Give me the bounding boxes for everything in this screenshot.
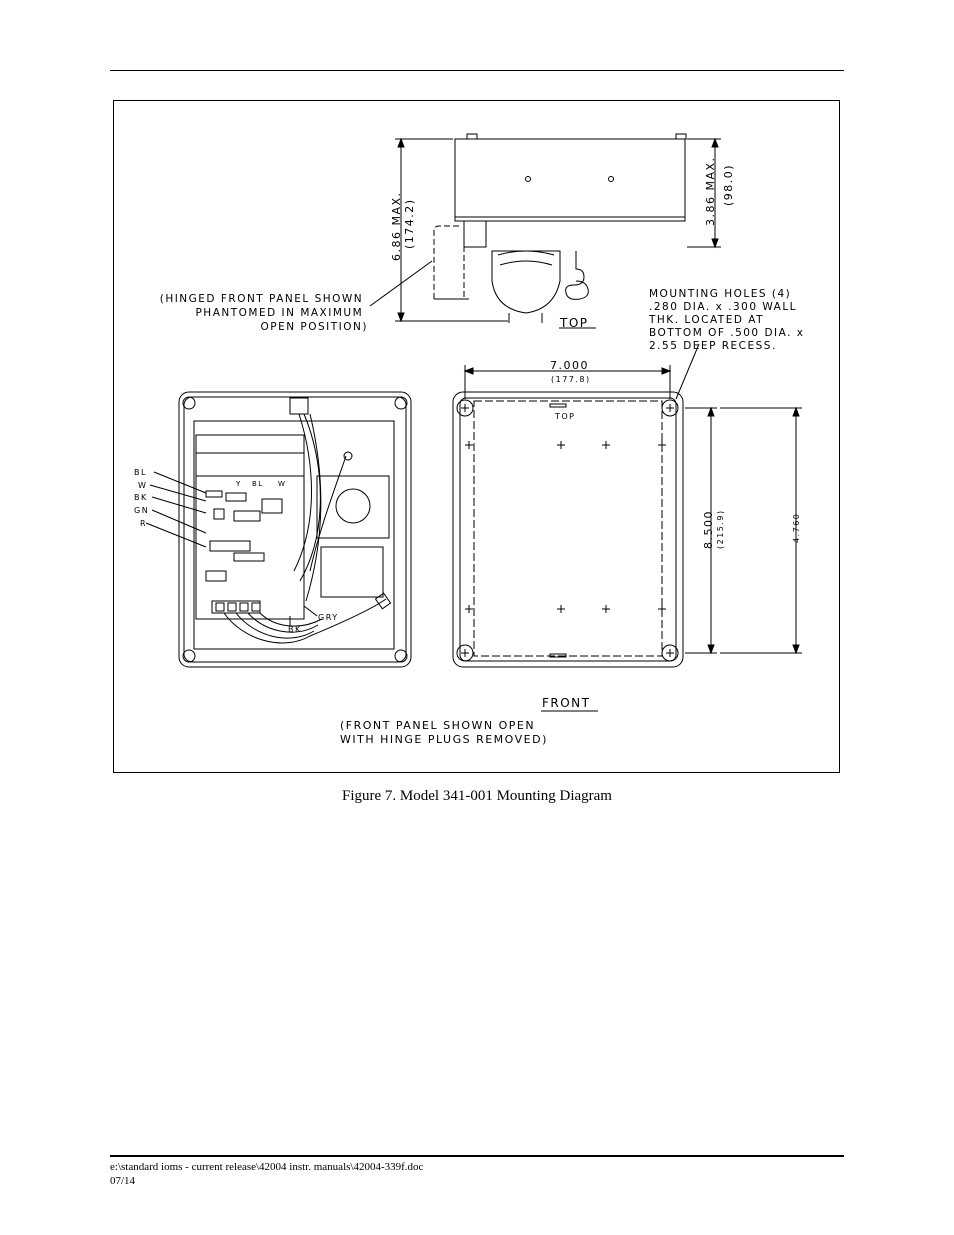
footer: e:\standard ioms - current release\42004…: [110, 1160, 423, 1188]
mounting-note-line-1: MOUNTING HOLES (4): [649, 288, 791, 300]
svg-text:MOUNTING HOLES (4) .28: MOUNTING HOLES (4) .280 DIA. x .300 WALL…: [648, 288, 809, 352]
svg-text:(HINGED FRONT PANEL SHOWN: (HINGED FRONT PANEL SHOWN PHANTOMED IN M…: [160, 293, 368, 333]
cable-label-gry: GRY: [318, 613, 339, 622]
front-height-dim: 8.500: [702, 510, 715, 549]
mounting-note-line-3: THK. LOCATED AT: [648, 314, 764, 326]
front-top-mark: TOP: [554, 412, 576, 421]
wire-label-r: R: [140, 519, 147, 528]
wire-label-w: W: [138, 481, 147, 490]
top-view-label: TOP: [559, 316, 589, 330]
header-rule: [110, 70, 844, 71]
footer-path: e:\standard ioms - current release\42004…: [110, 1161, 424, 1173]
front-height-dim-mm: (215.9): [716, 509, 725, 549]
front-width-dim: 7.000: [550, 359, 589, 372]
wire-label-bk: BK: [134, 493, 148, 502]
top-note-line-2: PHANTOMED IN MAXIMUM: [195, 307, 363, 319]
top-note-line-1: (HINGED FRONT PANEL SHOWN: [160, 293, 363, 305]
top-height-dim-mm: (174.2): [403, 198, 416, 249]
top-note-line-3: OPEN POSITION): [260, 321, 368, 333]
front-view-label: FRONT: [542, 696, 591, 710]
wire-label-bl: BL: [134, 468, 147, 477]
mounting-note-line-2: .280 DIA. x .300 WALL: [649, 301, 797, 313]
footer-date: 07/14: [110, 1175, 136, 1187]
svg-text:(FRONT PANEL SHOWN OPEN: (FRONT PANEL SHOWN OPEN WITH HINGE PLUGS…: [340, 719, 548, 746]
board-label-y: Y: [235, 480, 242, 488]
mounting-diagram: TOP 6.86 MAX. (174.2) 3.86 MAX. (98.0) (…: [134, 133, 809, 746]
front-width-dim-mm: (177.8): [551, 375, 591, 384]
front-note-line-2: WITH HINGE PLUGS REMOVED): [340, 733, 548, 746]
figure-frame: TOP 6.86 MAX. (174.2) 3.86 MAX. (98.0) (…: [113, 100, 840, 773]
top-view-drawing: [369, 133, 721, 329]
front-note-line-1: (FRONT PANEL SHOWN OPEN: [340, 719, 535, 732]
wiring-view-drawing: [145, 391, 412, 668]
top-height-dim: 6.86 MAX.: [390, 191, 403, 261]
wire-label-gn: GN: [134, 506, 149, 515]
top-depth-dim-mm: (98.0): [722, 164, 735, 206]
front-hole-spacing-dim: 4.760: [792, 513, 801, 543]
board-label-w: W: [278, 480, 286, 488]
board-label-bl: BL: [252, 480, 264, 488]
mounting-note-line-4: BOTTOM OF .500 DIA. x: [649, 327, 805, 339]
figure-caption: Figure 7. Model 341-001 Mounting Diagram: [342, 788, 612, 804]
cable-label-bk: BK: [288, 625, 302, 634]
front-view-drawing: [452, 343, 802, 712]
mounting-note-line-5: 2.55 DEEP RECESS.: [649, 340, 777, 352]
top-depth-dim: 3.86 MAX.: [704, 156, 717, 226]
footer-rule: [110, 1155, 844, 1157]
